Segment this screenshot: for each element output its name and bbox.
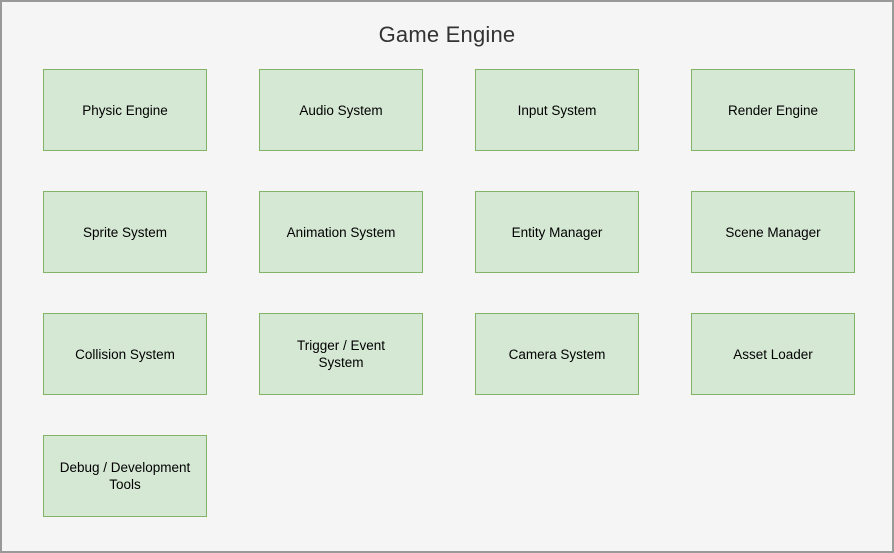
diagram-node[interactable]: Physic Engine	[43, 69, 207, 151]
diagram-node-label: Input System	[517, 102, 597, 118]
diagram-node-label: Trigger / Event System	[296, 338, 386, 370]
diagram-node[interactable]: Input System	[475, 69, 639, 151]
diagram-node[interactable]: Trigger / Event System	[259, 313, 423, 395]
diagram-node[interactable]: Audio System	[259, 69, 423, 151]
diagram-node-label: Sprite System	[82, 224, 168, 240]
diagram-node-label: Entity Manager	[511, 224, 603, 240]
diagram-node-label: Debug / Development Tools	[59, 460, 191, 492]
diagram-node-label: Scene Manager	[725, 224, 821, 240]
diagram-node-label: Physic Engine	[82, 102, 168, 118]
diagram-node[interactable]: Render Engine	[691, 69, 855, 151]
diagram-node-label: Render Engine	[727, 102, 819, 118]
diagram-node-label: Collision System	[75, 346, 175, 362]
diagram-node-label: Animation System	[286, 224, 396, 240]
diagram-node[interactable]: Asset Loader	[691, 313, 855, 395]
diagram-node[interactable]: Debug / Development Tools	[43, 435, 207, 517]
diagram-node-label: Camera System	[508, 346, 606, 362]
page-title: Game Engine	[378, 22, 516, 47]
diagram-node[interactable]: Sprite System	[43, 191, 207, 273]
diagram-node-label: Asset Loader	[733, 346, 813, 362]
diagram-node[interactable]: Entity Manager	[475, 191, 639, 273]
diagram-node[interactable]: Scene Manager	[691, 191, 855, 273]
diagram-node-label: Audio System	[299, 102, 383, 118]
diagram-node[interactable]: Animation System	[259, 191, 423, 273]
diagram-node[interactable]: Collision System	[43, 313, 207, 395]
diagram-node[interactable]: Camera System	[475, 313, 639, 395]
